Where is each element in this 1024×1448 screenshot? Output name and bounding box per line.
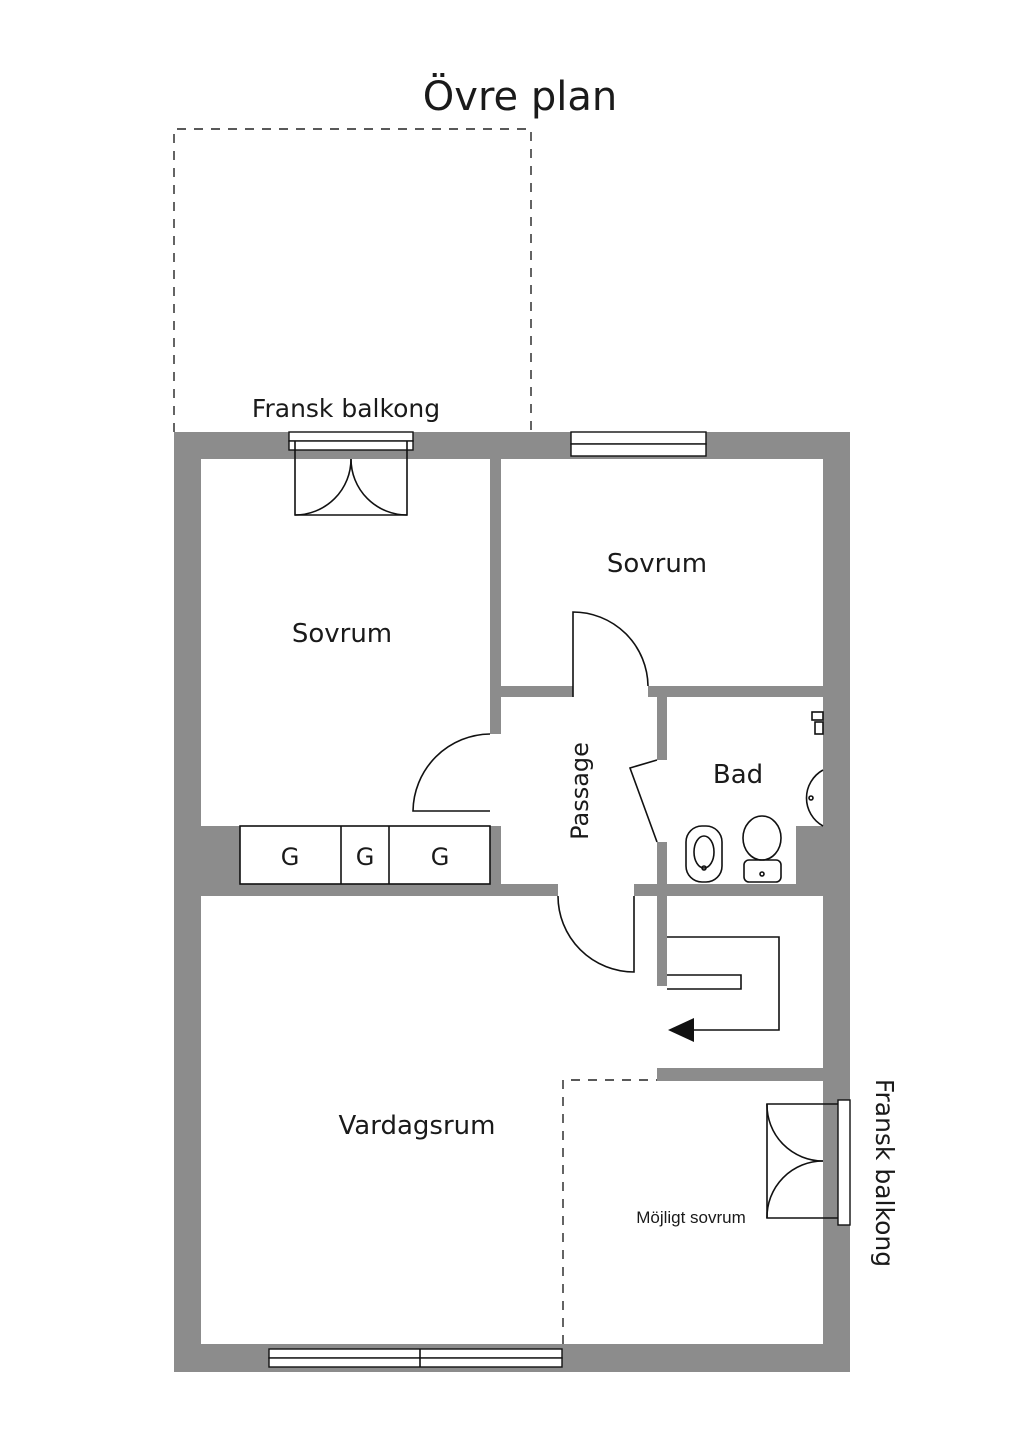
stair-direction-arrow-icon bbox=[668, 1018, 694, 1042]
balcony-outline-top bbox=[173, 128, 532, 432]
outer-walls bbox=[174, 432, 850, 1372]
french-door-right bbox=[766, 1103, 838, 1219]
wardrobes: G G G bbox=[239, 825, 491, 885]
balcony-label-right: Fransk balkong bbox=[870, 1079, 899, 1267]
toilet-icon bbox=[742, 815, 782, 883]
washbasin-icon bbox=[805, 769, 824, 827]
window-top-left bbox=[288, 431, 414, 442]
wardrobe-label-3: G bbox=[431, 843, 450, 871]
staircase bbox=[667, 936, 780, 1042]
room-label-bathroom: Bad bbox=[713, 760, 763, 790]
possible-bedroom-partition bbox=[562, 1079, 657, 1344]
room-label-bedroom-left: Sovrum bbox=[292, 619, 392, 649]
wardrobe-label-2: G bbox=[356, 843, 375, 871]
room-label-possible-bedroom: Möjligt sovrum bbox=[636, 1208, 746, 1227]
interior-walls bbox=[201, 459, 823, 1081]
faucet-icon bbox=[811, 711, 824, 735]
room-label-passage: Passage bbox=[566, 742, 594, 840]
door-swings bbox=[412, 611, 658, 973]
windows bbox=[268, 431, 851, 1368]
window-bottom bbox=[268, 1348, 563, 1359]
room-label-bedroom-right: Sovrum bbox=[607, 549, 707, 579]
window-top-right bbox=[570, 431, 707, 445]
window-right bbox=[837, 1099, 851, 1226]
balcony-label-top: Fransk balkong bbox=[252, 394, 440, 423]
french-door-top bbox=[294, 441, 408, 516]
bidet-icon bbox=[685, 825, 723, 883]
bathroom-fixtures bbox=[685, 711, 824, 883]
room-label-living-room: Vardagsrum bbox=[339, 1111, 496, 1141]
plan-title: Övre plan bbox=[423, 72, 617, 120]
wardrobe-label-1: G bbox=[281, 843, 300, 871]
